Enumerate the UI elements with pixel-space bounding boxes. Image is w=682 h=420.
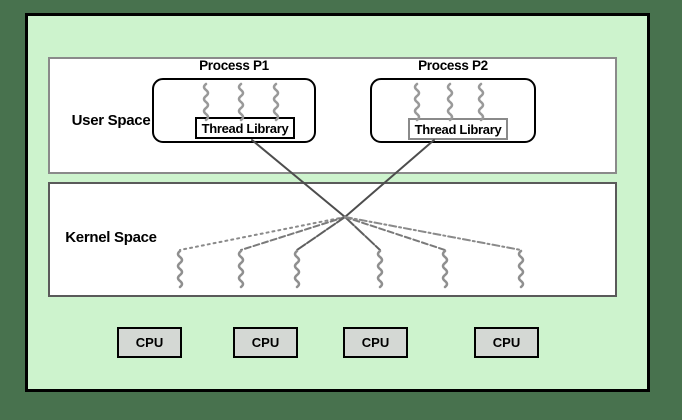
cpu-box-1: CPU	[117, 327, 182, 358]
process-p1-label: Process P1	[199, 58, 269, 73]
user-space-label: User Space	[71, 112, 151, 129]
cpu-box-2: CPU	[233, 327, 298, 358]
kernel-space-label: Kernel Space	[65, 229, 157, 246]
cpu-box-4: CPU	[474, 327, 539, 358]
process-p2-label: Process P2	[418, 58, 488, 73]
thread-library-p2-box: Thread Library	[408, 118, 508, 140]
cpu-box-3: CPU	[343, 327, 408, 358]
thread-library-p1-box: Thread Library	[195, 117, 295, 139]
